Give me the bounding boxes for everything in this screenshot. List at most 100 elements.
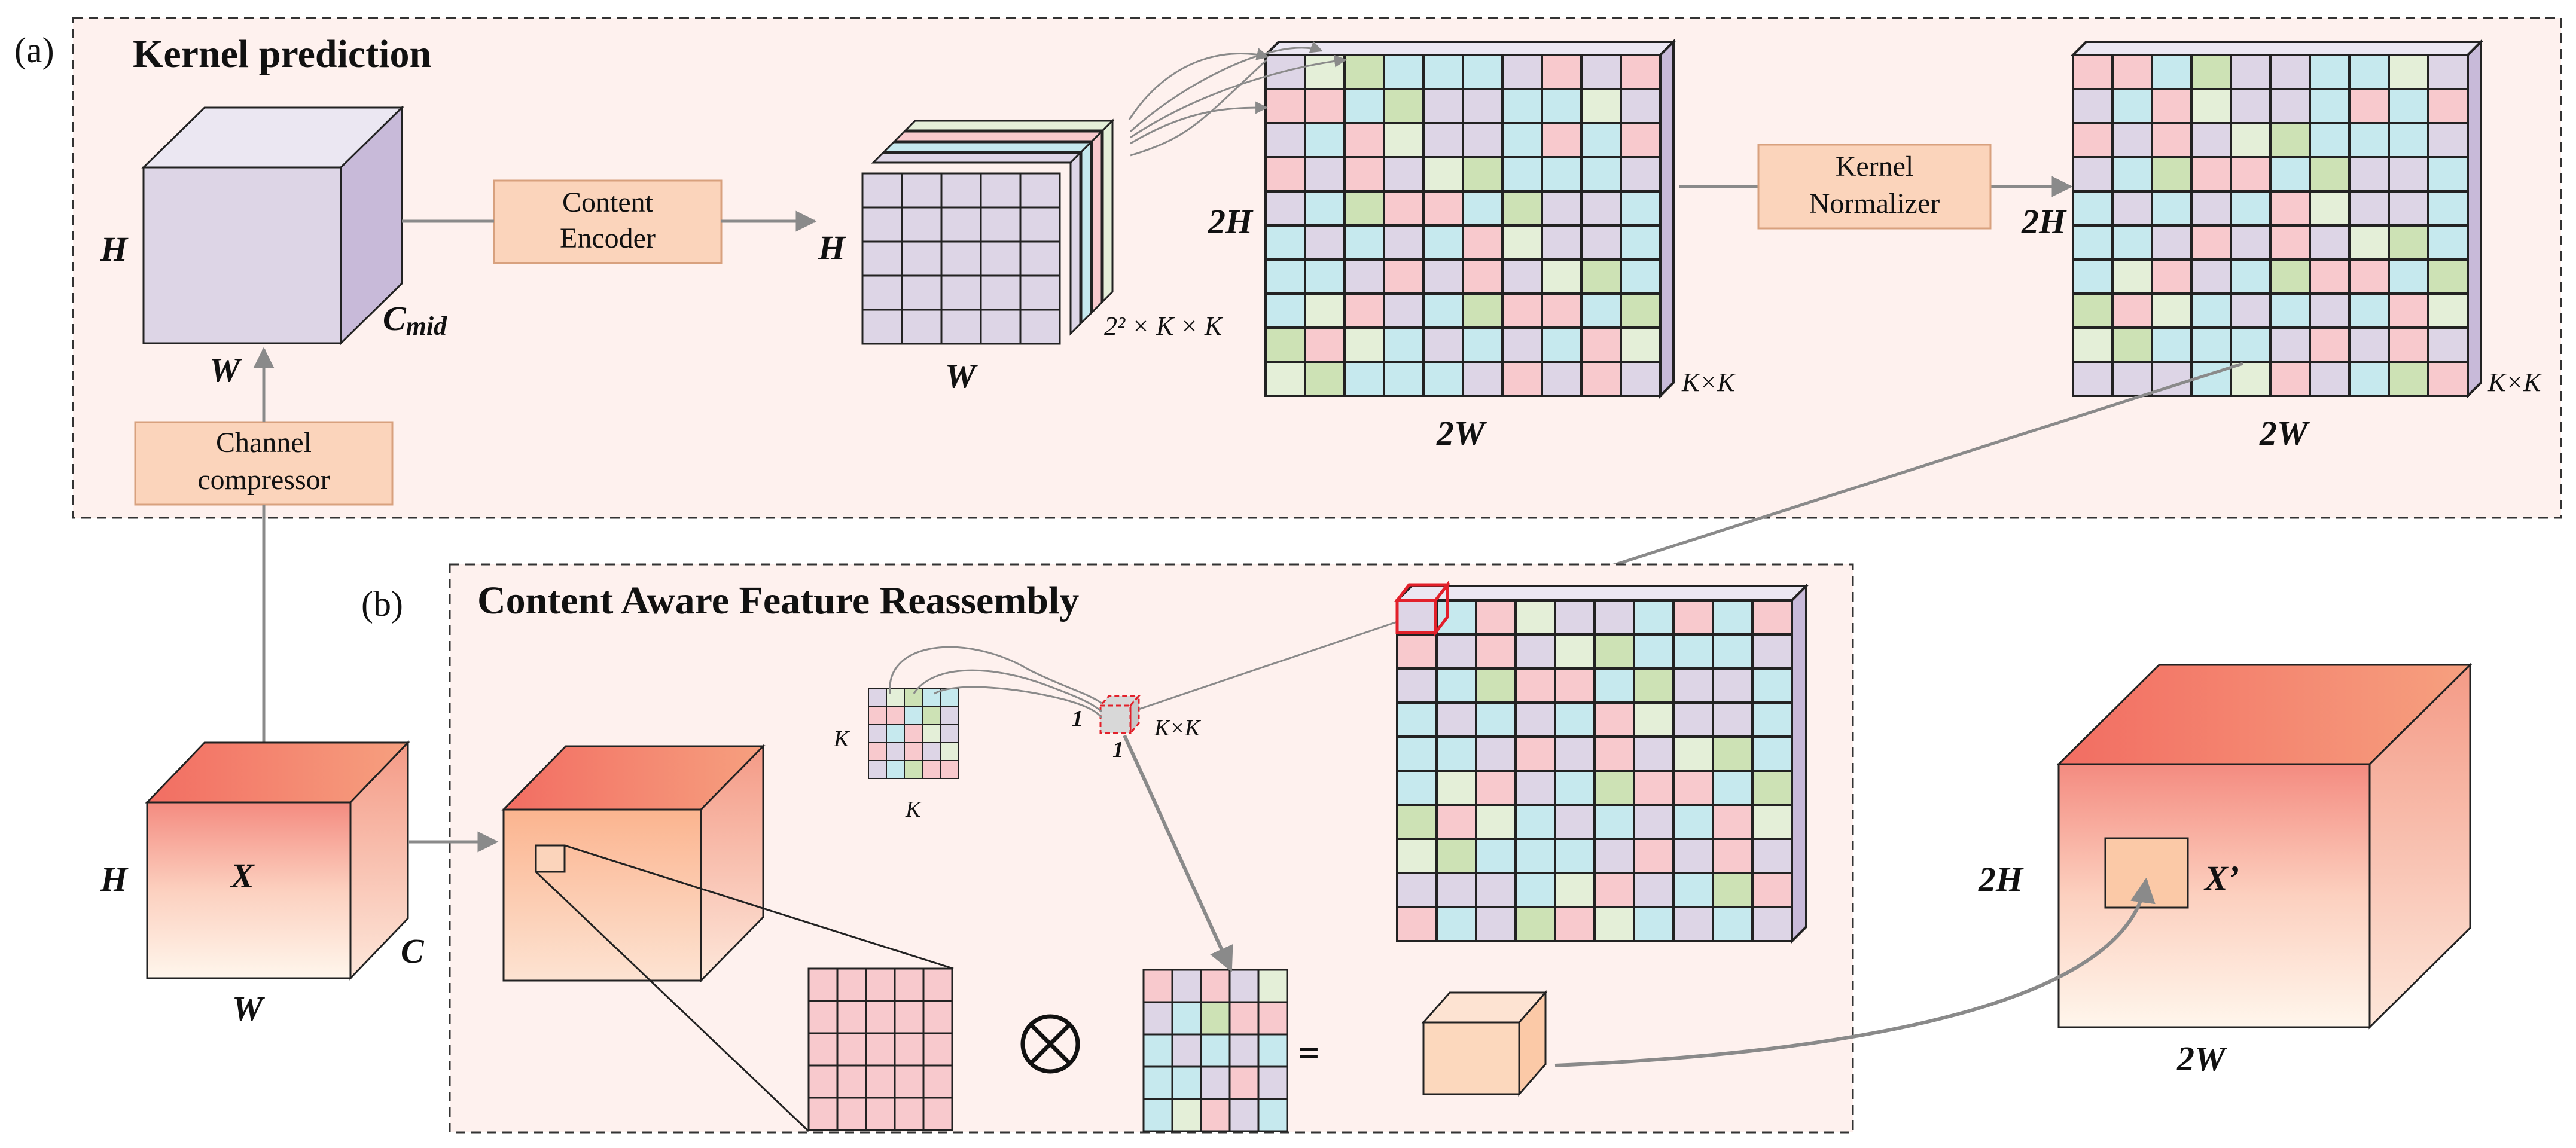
- grid-cell: [2230, 292, 2272, 329]
- grid-cell: [1383, 258, 1425, 295]
- grid-cell: [1343, 190, 1385, 227]
- grid-cell: [1554, 838, 1596, 874]
- grid-cell: [1142, 1098, 1173, 1132]
- grid-cell: [1383, 292, 1425, 329]
- grid-cell: [1264, 156, 1306, 193]
- grid-cell: [1396, 735, 1438, 772]
- grid-cell: [980, 172, 1022, 209]
- grid-cell: [1383, 122, 1425, 158]
- grid-cell: [1475, 701, 1517, 738]
- small-kernel-height-label: K: [833, 726, 850, 752]
- grid-cell: [2230, 156, 2272, 193]
- grid-cell: [1257, 969, 1288, 1003]
- small-kernel-grid: [868, 688, 959, 779]
- grid-cell: [1672, 906, 1714, 942]
- grid-cell: [2190, 54, 2232, 90]
- grid-cell: [2269, 54, 2311, 90]
- grid-cell: [1304, 88, 1346, 124]
- grid-cell: [1672, 599, 1714, 636]
- grid-cell: [836, 1097, 867, 1131]
- grid-cell: [901, 274, 943, 311]
- grid-cell: [2190, 122, 2232, 158]
- grid-cell: [980, 309, 1022, 345]
- grid-cell: [868, 706, 887, 725]
- section-a-marker: (a): [14, 30, 54, 70]
- grid-cell: [861, 172, 903, 209]
- grid-cell: [1171, 1033, 1202, 1068]
- grid-cell: [1541, 361, 1583, 397]
- stack-layer-side: [1102, 118, 1114, 304]
- grid-cell: [2388, 190, 2429, 227]
- normalized-map-depth-label: K×K: [2487, 368, 2543, 397]
- grid-cell: [1620, 326, 1662, 363]
- stack-layer-side: [1080, 140, 1092, 325]
- input-channel-label: C: [401, 932, 425, 970]
- grid-cell: [2190, 292, 2232, 329]
- grid-cell: [1228, 969, 1260, 1003]
- grid-cell: [922, 724, 941, 743]
- grid-cell: [1712, 770, 1754, 806]
- grid-cell: [2427, 156, 2469, 193]
- grid-cell: [2111, 326, 2153, 363]
- grid-cell: [807, 1000, 839, 1034]
- encoded-height-label: H: [818, 228, 846, 267]
- grid-cell: [1712, 735, 1754, 772]
- grid-cell: [980, 274, 1022, 311]
- input-feature-cube: [145, 740, 410, 981]
- grid-cell: [922, 706, 941, 725]
- grid-cell: [1541, 88, 1583, 124]
- grid-cell: [1228, 1098, 1260, 1132]
- grid-cell: [1633, 906, 1675, 942]
- grid-cell: [1541, 54, 1583, 90]
- grid-cell: [1264, 326, 1306, 363]
- input-width-label: W: [232, 989, 265, 1028]
- encoded-to-kernel-links: [1128, 41, 1348, 157]
- output-pixel-cube: [1421, 990, 1548, 1097]
- grid-cell: [865, 1097, 896, 1131]
- encoded-depth-label: 2² × K × K: [1104, 312, 1224, 341]
- grid-cell: [2151, 156, 2193, 193]
- grid-cell: [2151, 54, 2193, 90]
- grid-cell: [940, 724, 959, 743]
- grid-cell: [2348, 292, 2390, 329]
- grid-cell: [1343, 224, 1385, 261]
- grid-cell: [2072, 258, 2114, 295]
- grid-cell: [1501, 361, 1543, 397]
- grid-cell: [1620, 122, 1662, 158]
- grid-cell: [1580, 361, 1622, 397]
- grid-cell: [1228, 1033, 1260, 1068]
- grid-cell: [1475, 838, 1517, 874]
- grid-cell: [1580, 156, 1622, 193]
- grid-cell: [1580, 258, 1622, 295]
- grid-cell: [940, 688, 959, 707]
- grid-cell: [1633, 599, 1675, 636]
- grid-cell: [1593, 701, 1635, 738]
- grid-cell: [1751, 599, 1793, 636]
- grid-cell: [1228, 1065, 1260, 1100]
- grid-cell: [1383, 361, 1425, 397]
- grid-cell: [1620, 54, 1662, 90]
- grid-cell: [904, 706, 923, 725]
- grid-cell: [1422, 190, 1464, 227]
- grid-cell: [2230, 122, 2272, 158]
- grid-cell: [2427, 122, 2469, 158]
- grid-cell: [1514, 735, 1556, 772]
- grid-cell: [1264, 54, 1306, 90]
- section-b-marker: (b): [361, 584, 403, 624]
- grid-cell: [1541, 224, 1583, 261]
- grid-cell: [1712, 701, 1754, 738]
- grid-cell: [1672, 838, 1714, 874]
- grid-cell: [2388, 292, 2429, 329]
- grid-cell: [861, 206, 903, 243]
- grid-cell: [1383, 54, 1425, 90]
- grid-cell: [904, 760, 923, 779]
- grid-cell: [1554, 701, 1596, 738]
- grid-cell: [1475, 872, 1517, 908]
- grid-cell: [1751, 633, 1793, 670]
- arrow-cell-to-kernel: [1123, 734, 1233, 972]
- grid-cell: [886, 706, 905, 725]
- grid-cell: [1554, 735, 1596, 772]
- grid-cell: [1501, 258, 1543, 295]
- grid-cell: [1672, 667, 1714, 704]
